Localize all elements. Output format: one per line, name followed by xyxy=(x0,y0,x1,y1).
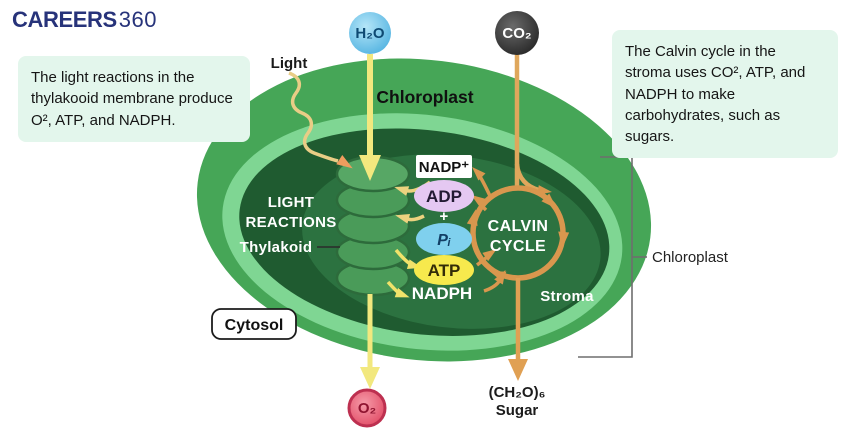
svg-text:Pᵢ: Pᵢ xyxy=(437,232,451,249)
sugar-arrow xyxy=(508,278,528,381)
brand-name: CAREERS xyxy=(12,7,117,32)
svg-text:O₂: O₂ xyxy=(358,400,376,417)
nadph-label: NADPH xyxy=(412,284,472,303)
svg-text:NADP⁺: NADP⁺ xyxy=(419,159,470,176)
calvin-line2: CYCLE xyxy=(490,238,546,255)
calvin-line1: CALVIN xyxy=(488,218,549,235)
atp-pill: ATP xyxy=(414,255,474,285)
stroma-label: Stroma xyxy=(540,288,594,305)
thylakoid-stack xyxy=(335,155,411,297)
thylakoid-label: Thylakoid xyxy=(240,239,313,256)
chloroplast-title: Chloroplast xyxy=(376,87,473,107)
svg-text:CO₂: CO₂ xyxy=(502,25,531,42)
light-reactions-line2: REACTIONS xyxy=(245,214,336,231)
svg-text:Cytosol: Cytosol xyxy=(225,317,284,334)
o2-arrow xyxy=(360,294,380,389)
bracket-label: Chloroplast xyxy=(652,249,729,266)
adp-pill: ADP xyxy=(414,180,474,212)
calvin-cycle-callout: The Calvin cycle in the stroma uses CO²,… xyxy=(612,30,838,159)
svg-text:H₂O: H₂O xyxy=(355,25,384,42)
pi-pill: Pᵢ xyxy=(416,223,472,255)
cytosol-tag: Cytosol xyxy=(211,308,297,340)
light-reactions-line1: LIGHT xyxy=(268,194,315,211)
sugar-label: Sugar xyxy=(496,402,539,419)
svg-text:ATP: ATP xyxy=(428,261,461,280)
brand-logo: CAREERS360 xyxy=(12,9,157,31)
svg-text:ADP: ADP xyxy=(426,187,462,206)
light-label: Light xyxy=(271,55,308,72)
co2-molecule: CO₂ xyxy=(495,11,539,55)
brand-suffix: 360 xyxy=(118,7,157,32)
sugar-formula: (CH₂O)₆ xyxy=(489,384,546,401)
o2-molecule: O₂ xyxy=(347,388,387,428)
h2o-molecule: H₂O xyxy=(349,12,391,54)
plus-sign: + xyxy=(439,208,448,225)
nadp-plus-box: NADP⁺ xyxy=(416,155,472,178)
light-wave-arrow xyxy=(288,71,353,169)
h2o-arrow xyxy=(359,54,381,181)
light-reactions-callout: The light reactions in the thylakooid me… xyxy=(18,56,250,142)
